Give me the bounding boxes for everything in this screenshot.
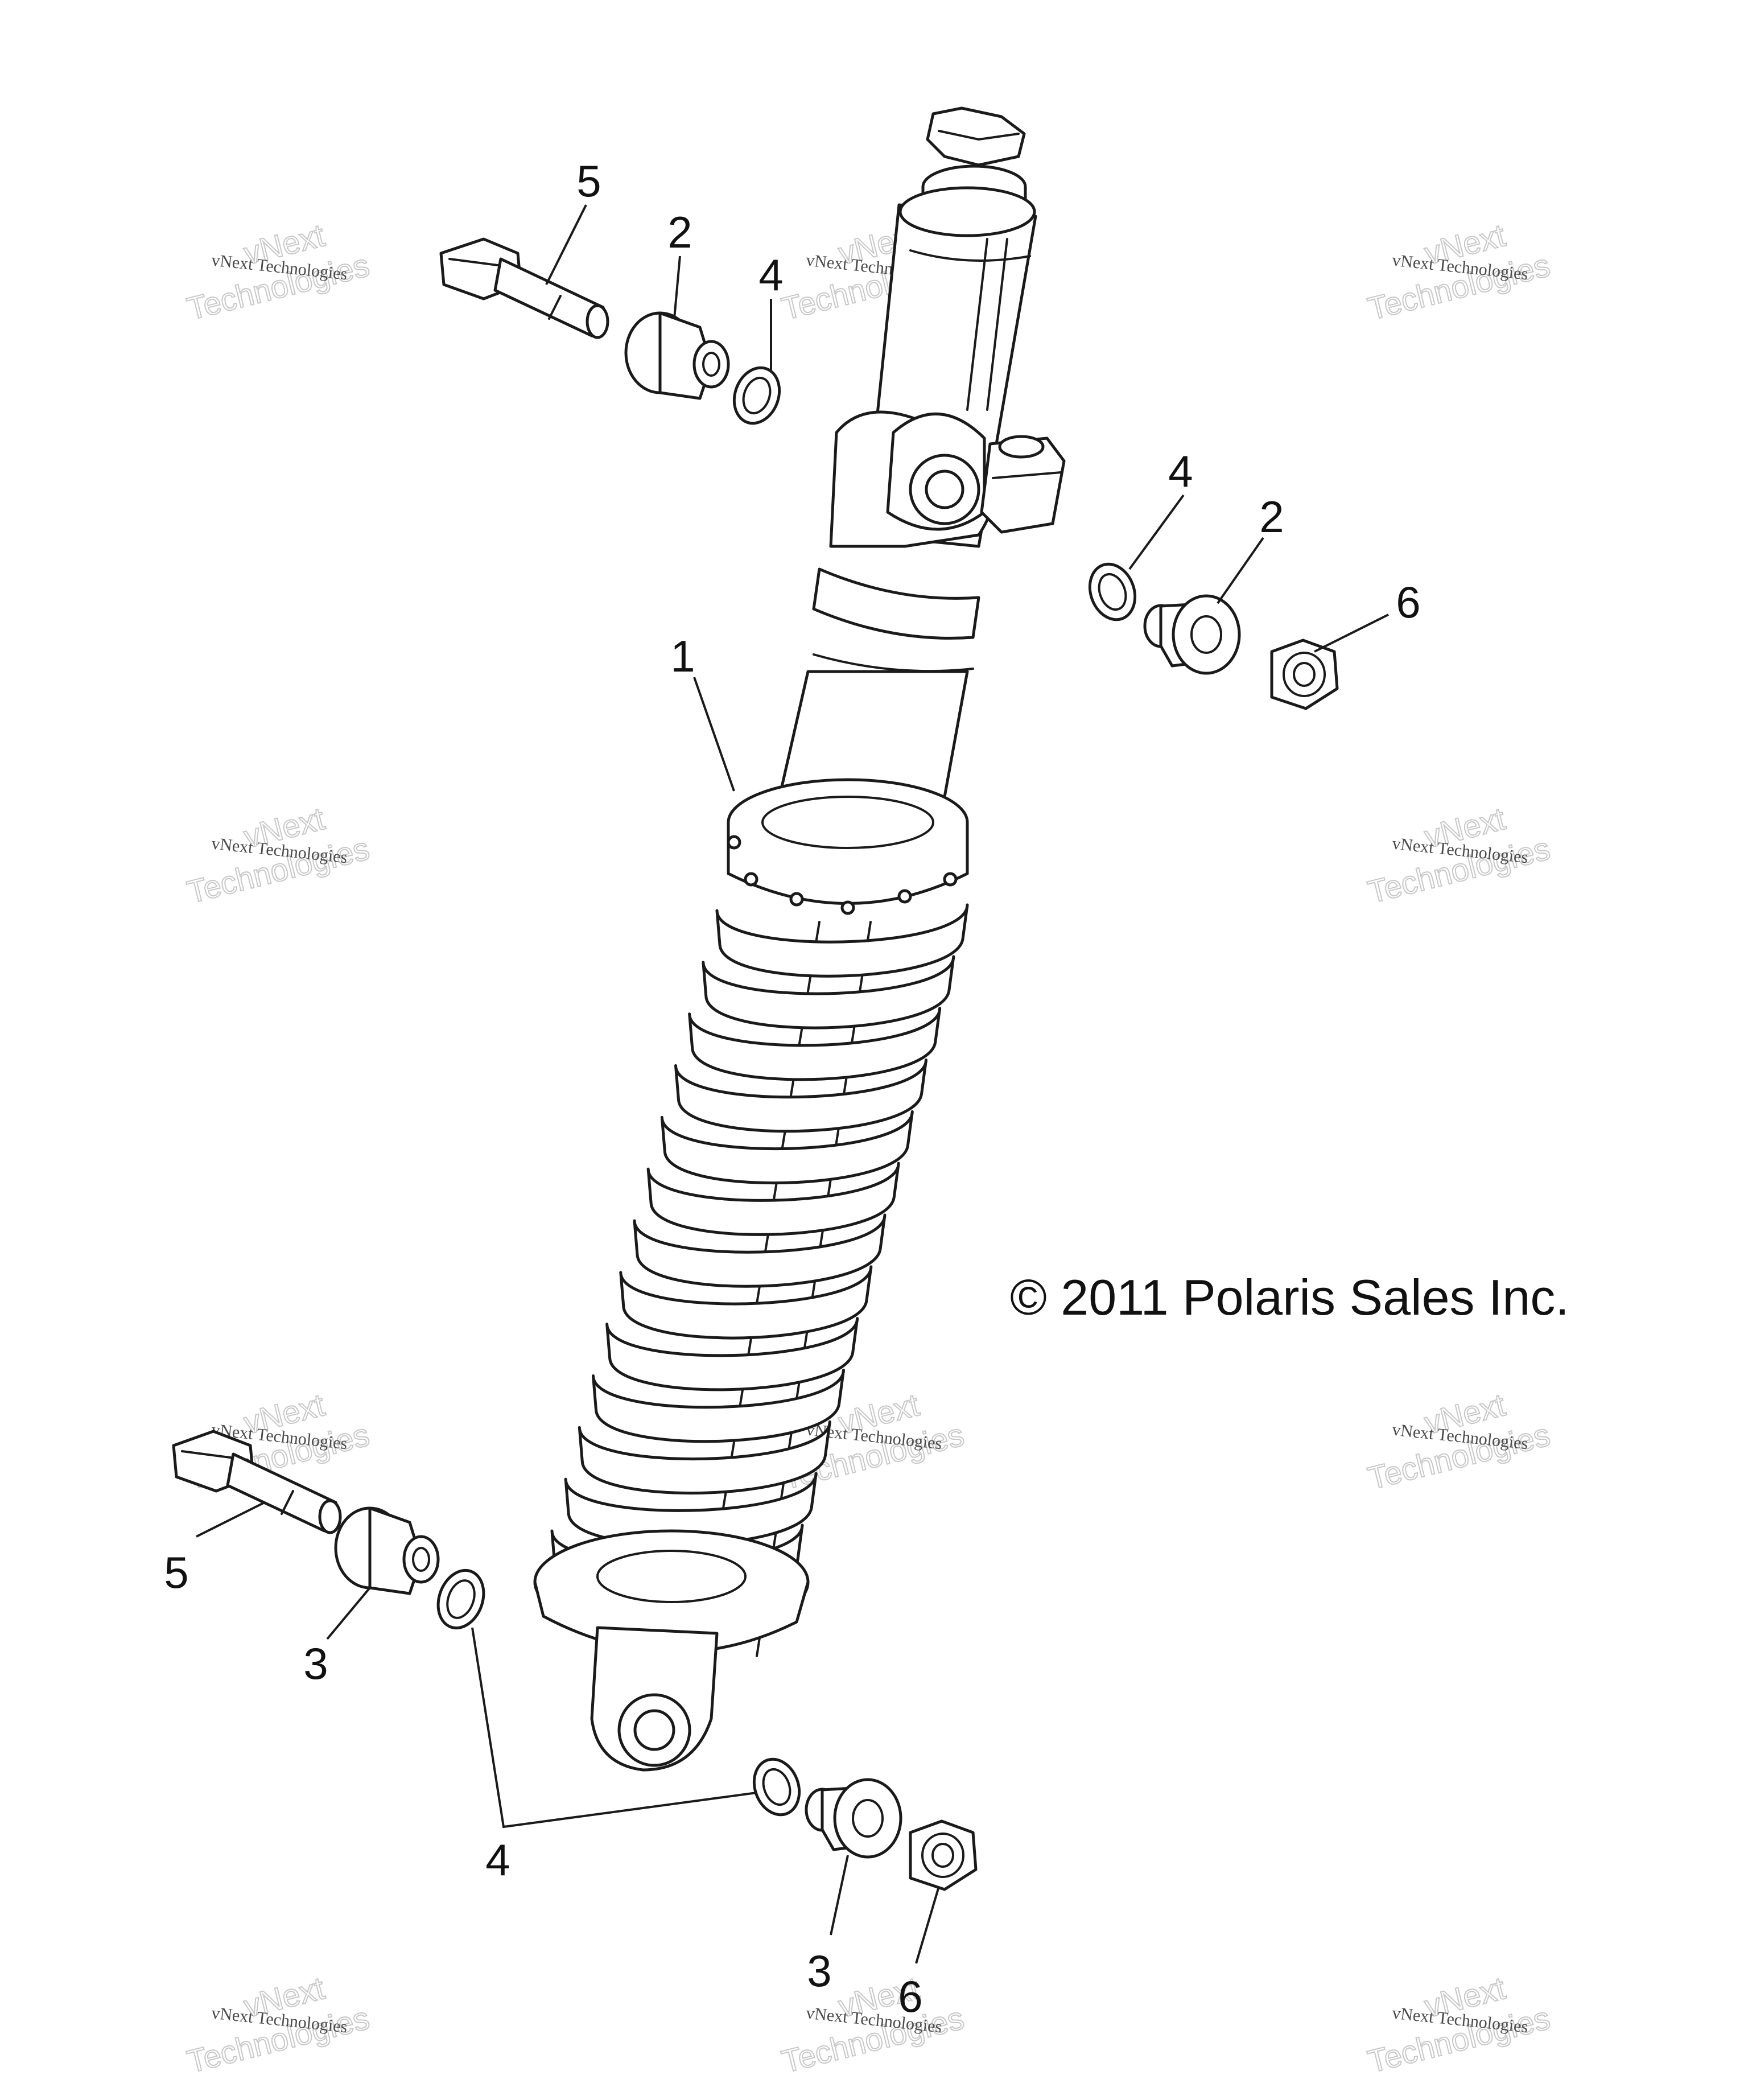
lower-left-washer[interactable]: [431, 1564, 492, 1634]
copyright-notice: © 2011 Polaris Sales Inc.: [1010, 1269, 1569, 1325]
callout-lower-bolt: 5: [164, 1547, 188, 1597]
coil-spring: [550, 903, 969, 1598]
spring-coil: [633, 1213, 887, 1288]
spring-coil: [646, 1162, 900, 1236]
upper-left-bushing[interactable]: [624, 311, 730, 400]
lower-right-nut[interactable]: [909, 1819, 978, 1891]
spring-coil: [592, 1369, 845, 1443]
spring-coil: [688, 1007, 942, 1081]
callout-upper-bushing: 2: [667, 207, 692, 257]
callout-lower-nut: 6: [898, 1971, 922, 2021]
callout-upper-bolt: 5: [576, 156, 601, 206]
upper-left-washer[interactable]: [727, 361, 787, 430]
callout-lower-right-bushing: 3: [807, 1946, 831, 1996]
upper-bolt[interactable]: [439, 237, 609, 339]
lower-bolt[interactable]: [172, 1430, 342, 1534]
upper-right-washer[interactable]: [1082, 558, 1143, 626]
shock-absorber[interactable]: [533, 106, 1066, 1772]
spring-coil: [702, 955, 955, 1030]
upper-right-nut[interactable]: [1270, 639, 1339, 710]
lower-right-bushing[interactable]: [805, 1778, 902, 1859]
spring-coil: [674, 1059, 927, 1133]
spring-coil: [578, 1420, 831, 1495]
spring-coil: [605, 1317, 859, 1391]
callout-upper-washer: 4: [758, 250, 783, 300]
leader-lines: [196, 204, 1389, 1964]
callout-upper-right-bushing: 2: [1259, 492, 1284, 542]
callout-lower-washers: 4: [485, 1835, 510, 1885]
lower-left-bushing[interactable]: [334, 1506, 440, 1595]
callout-lower-left-bushing: 3: [303, 1638, 328, 1689]
upper-right-bushing[interactable]: [1143, 594, 1241, 675]
spring-coil: [715, 903, 969, 978]
spring-coil: [660, 1110, 914, 1185]
callout-shock-assembly: 1: [670, 631, 695, 681]
lower-right-washer[interactable]: [747, 1753, 807, 1821]
callout-upper-right-washer: 4: [1168, 446, 1193, 496]
callout-upper-nut: 6: [1396, 577, 1420, 627]
spring-coil: [619, 1265, 873, 1340]
